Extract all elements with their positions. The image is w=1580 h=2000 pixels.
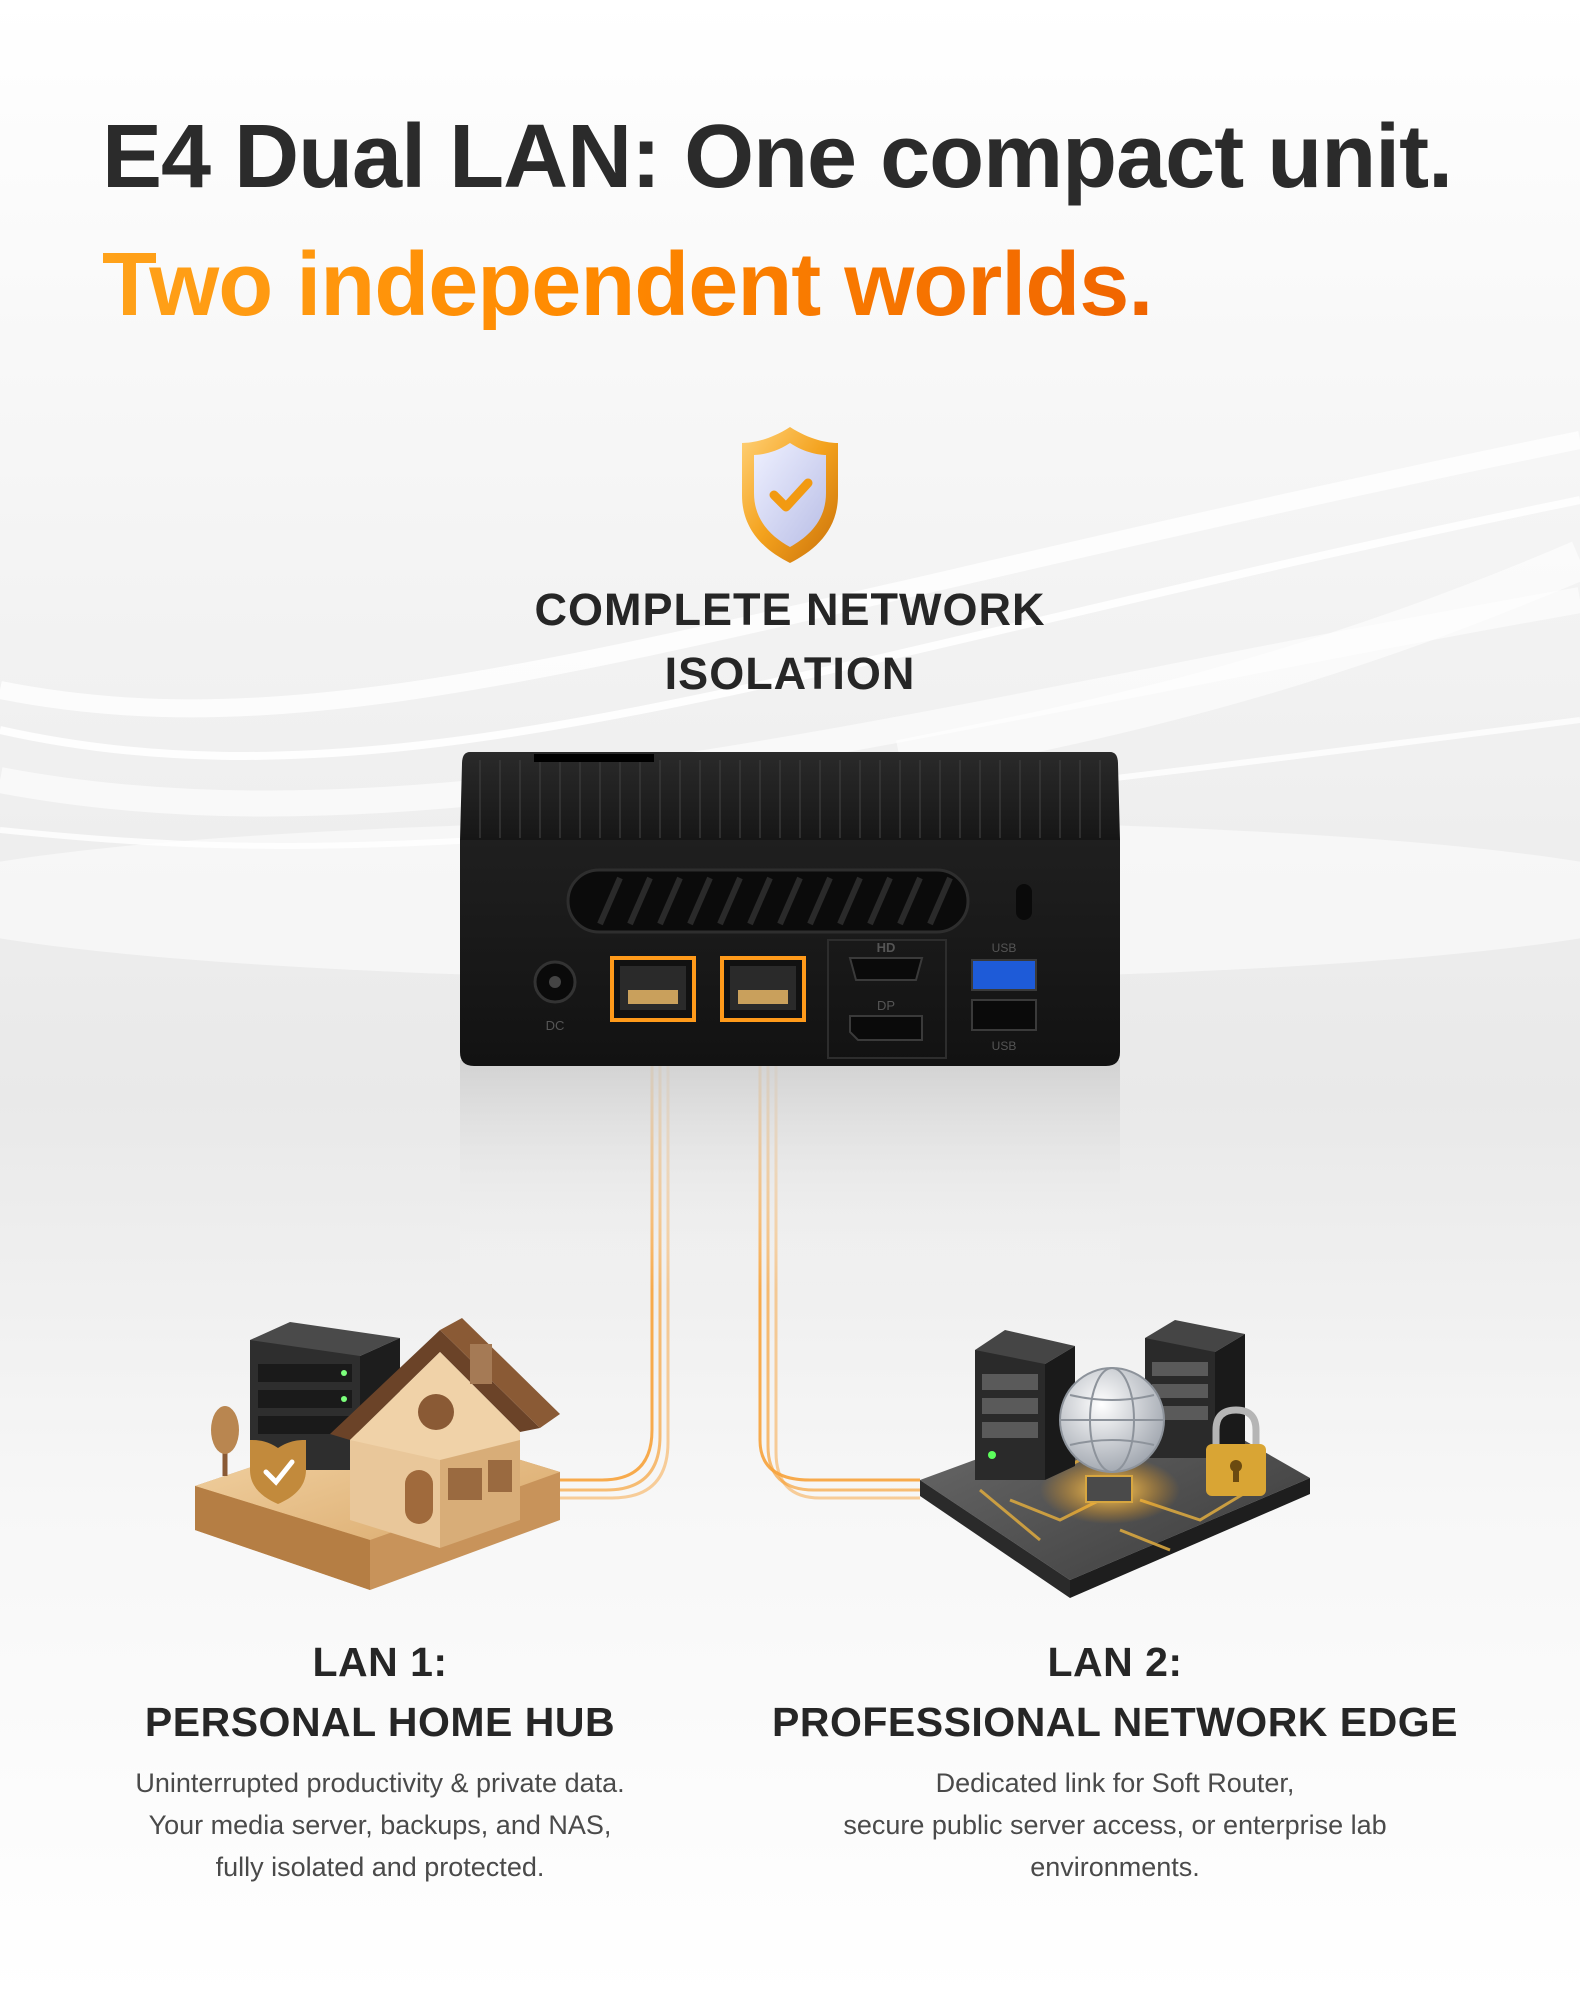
lan2-title-line1: LAN 2: — [1047, 1639, 1183, 1685]
subheadline: Two independent worlds. — [102, 235, 1153, 335]
mini-pc-device: DC HD DP USB USB — [460, 752, 1120, 1066]
feature-label-line1: COMPLETE NETWORK — [534, 584, 1046, 635]
brand-strip — [534, 754, 654, 762]
lan1-title: LAN 1: PERSONAL HOME HUB — [40, 1632, 720, 1752]
lan1-section: LAN 1: PERSONAL HOME HUB Uninterrupted p… — [40, 1632, 720, 1888]
usb-top-label: USB — [992, 941, 1017, 955]
dp-label: DP — [877, 998, 895, 1013]
hdmi-label: HD — [877, 940, 896, 955]
home-server-icon — [195, 1318, 560, 1590]
lan1-description: Uninterrupted productivity & private dat… — [40, 1762, 720, 1888]
vent — [566, 868, 970, 934]
lan-cables — [510, 1018, 920, 1500]
dp-port — [849, 1015, 923, 1041]
feature-label-line2: ISOLATION — [664, 648, 916, 699]
lan2-desc-line3: environments. — [1030, 1852, 1200, 1882]
power-button — [1016, 884, 1032, 920]
shield-check-icon — [742, 427, 838, 563]
lan1-port — [610, 956, 696, 1022]
device-reflection — [460, 1060, 1120, 1290]
hdmi-port — [848, 957, 924, 981]
server-globe-lock-icon — [920, 1320, 1310, 1598]
lan1-title-line2: PERSONAL HOME HUB — [144, 1699, 616, 1745]
headline: E4 Dual LAN: One compact unit. — [102, 107, 1453, 207]
lan1-title-line1: LAN 1: — [312, 1639, 448, 1685]
usb-port-blue — [971, 959, 1037, 991]
usb-bottom-label: USB — [992, 1039, 1017, 1053]
lan2-title: LAN 2: PROFESSIONAL NETWORK EDGE — [735, 1632, 1495, 1752]
lan1-desc-line1: Uninterrupted productivity & private dat… — [135, 1768, 625, 1798]
usb-port-black — [971, 999, 1037, 1031]
lan1-desc-line2: Your media server, backups, and NAS, — [148, 1810, 612, 1840]
lan2-desc-line2: secure public server access, or enterpri… — [843, 1810, 1387, 1840]
lan2-port — [720, 956, 806, 1022]
dc-label: DC — [546, 1018, 565, 1033]
lan2-description: Dedicated link for Soft Router, secure p… — [735, 1762, 1495, 1888]
lan2-section: LAN 2: PROFESSIONAL NETWORK EDGE Dedicat… — [735, 1632, 1495, 1888]
lan1-desc-line3: fully isolated and protected. — [215, 1852, 545, 1882]
feature-label: COMPLETE NETWORK ISOLATION — [490, 578, 1090, 706]
lan2-desc-line1: Dedicated link for Soft Router, — [935, 1768, 1295, 1798]
lan2-title-line2: PROFESSIONAL NETWORK EDGE — [771, 1699, 1459, 1745]
